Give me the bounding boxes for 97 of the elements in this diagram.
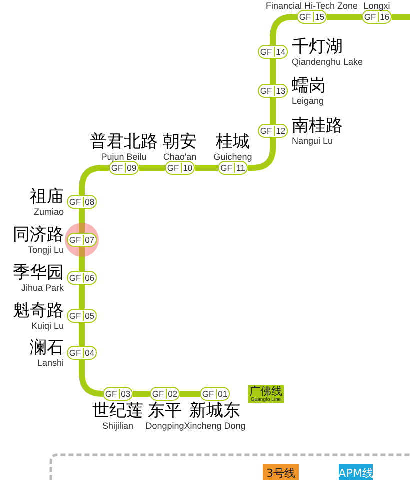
line-code: GF xyxy=(298,12,312,22)
route-line xyxy=(270,98,276,124)
station-number: 10 xyxy=(180,163,194,173)
station-name-english: Financial Hi-Tech Zone xyxy=(266,1,358,11)
station-number: 15 xyxy=(312,12,326,22)
station-name: 东平 xyxy=(148,402,182,421)
line-name: 3号线 xyxy=(266,468,296,480)
station-badge xyxy=(103,387,133,401)
station-badge xyxy=(165,161,195,175)
line-code: GF xyxy=(68,273,82,283)
station-name: 蠕岗 xyxy=(292,77,326,96)
station-badge xyxy=(258,124,288,138)
route-line xyxy=(139,165,165,171)
station-number: 16 xyxy=(378,12,392,22)
station-number: 12 xyxy=(274,126,288,136)
station-name-english: Lanshi xyxy=(37,358,64,368)
station-name: 千灯湖 xyxy=(292,38,343,57)
station-name: 普君北路 xyxy=(90,133,158,152)
line-code: GF xyxy=(68,311,82,321)
station-number: 02 xyxy=(166,389,180,399)
line-code: GF xyxy=(151,389,166,399)
station-number: 13 xyxy=(274,86,288,96)
station-number: 11 xyxy=(234,163,247,173)
station-number: 05 xyxy=(82,311,96,321)
station-name: 魁奇路 xyxy=(13,302,64,321)
station-badge xyxy=(67,233,97,247)
line-code: GF xyxy=(201,389,216,399)
station-name-english: Shijilian xyxy=(102,421,134,431)
station-name-english: Guicheng xyxy=(214,152,252,162)
line-code: GF xyxy=(68,348,82,358)
line-code: GF xyxy=(220,163,234,173)
line-name: 广佛线 xyxy=(250,386,282,398)
route-line xyxy=(79,360,105,397)
station-name-english: Nangui Lu xyxy=(292,136,334,146)
station-name: 世纪莲 xyxy=(92,402,144,421)
station-badge xyxy=(258,84,288,98)
route-line xyxy=(79,285,85,309)
route-line xyxy=(79,209,85,233)
station-badge xyxy=(258,45,288,59)
line-code: GF xyxy=(259,126,274,136)
line-code: GF xyxy=(104,389,118,399)
route-line xyxy=(79,247,85,271)
line-code: GF xyxy=(363,12,378,22)
station-name-english: Leigang xyxy=(292,96,324,106)
station-name: 朝安 xyxy=(163,133,197,152)
station-badge xyxy=(67,346,97,360)
line-name: APM线 xyxy=(338,468,374,480)
station-name-english: Longxi xyxy=(364,1,390,11)
station-badge xyxy=(150,387,180,401)
station-badge xyxy=(218,161,248,175)
line-code: GF xyxy=(259,47,274,57)
station-name-english: Qiandenghu Lake xyxy=(292,57,364,67)
line-tag xyxy=(339,464,373,480)
station-badge xyxy=(297,10,327,24)
route-line xyxy=(79,323,85,346)
line-tag xyxy=(248,385,284,403)
line-code: GF xyxy=(166,163,180,173)
station-name-english: Xincheng Dong xyxy=(184,421,246,431)
station-number: 08 xyxy=(82,197,96,207)
station-badge xyxy=(200,387,230,401)
line-code: GF xyxy=(68,235,82,245)
station-number: 09 xyxy=(124,163,138,173)
station-badge xyxy=(67,309,97,323)
station-name-english: Zumiao xyxy=(34,207,64,217)
station-name: 祖庙 xyxy=(30,188,64,207)
station-badge xyxy=(67,195,97,209)
route-line xyxy=(195,165,218,171)
station-name-english: Pujun Beilu xyxy=(101,152,147,162)
station-name: 桂城 xyxy=(216,133,250,152)
line-code: GF xyxy=(110,163,124,173)
station-name-english: Tongji Lu xyxy=(28,245,64,255)
station-number: 03 xyxy=(118,389,132,399)
station-name: 同济路 xyxy=(13,226,64,245)
route-line xyxy=(180,391,200,397)
station-number: 06 xyxy=(82,273,96,283)
route-line xyxy=(392,14,410,20)
station-number: 01 xyxy=(216,389,230,399)
route-line xyxy=(133,391,150,397)
station-number: 04 xyxy=(82,348,96,358)
station-badge xyxy=(109,161,139,175)
station-badge xyxy=(362,10,392,24)
route-line xyxy=(327,14,362,20)
station-name-english: Jihua Park xyxy=(21,283,64,293)
route-line xyxy=(270,59,276,84)
station-name: 澜石 xyxy=(30,339,64,358)
line-code: GF xyxy=(68,197,82,207)
line-code: GF xyxy=(259,86,274,96)
station-name: 季华园 xyxy=(13,264,64,283)
station-name: 新城东 xyxy=(190,402,240,421)
station-number: 14 xyxy=(274,47,288,57)
station-number: 07 xyxy=(82,235,96,245)
station-name: 南桂路 xyxy=(292,117,343,136)
station-badge xyxy=(67,271,97,285)
station-name-english: Chao'an xyxy=(163,152,197,162)
station-name-english: Kuiqi Lu xyxy=(31,321,64,331)
line-tag xyxy=(263,464,299,480)
station-name-english: Dongping xyxy=(146,421,184,431)
